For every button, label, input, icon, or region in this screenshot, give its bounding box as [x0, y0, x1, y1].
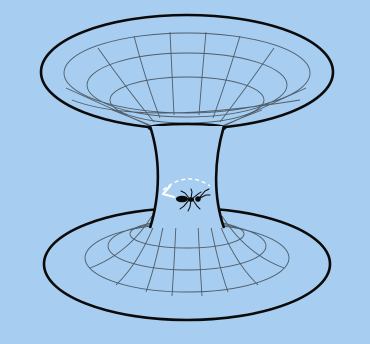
throat-surface: [150, 126, 224, 228]
ant-abdomen: [176, 196, 188, 203]
wormhole-throat: [150, 126, 224, 228]
